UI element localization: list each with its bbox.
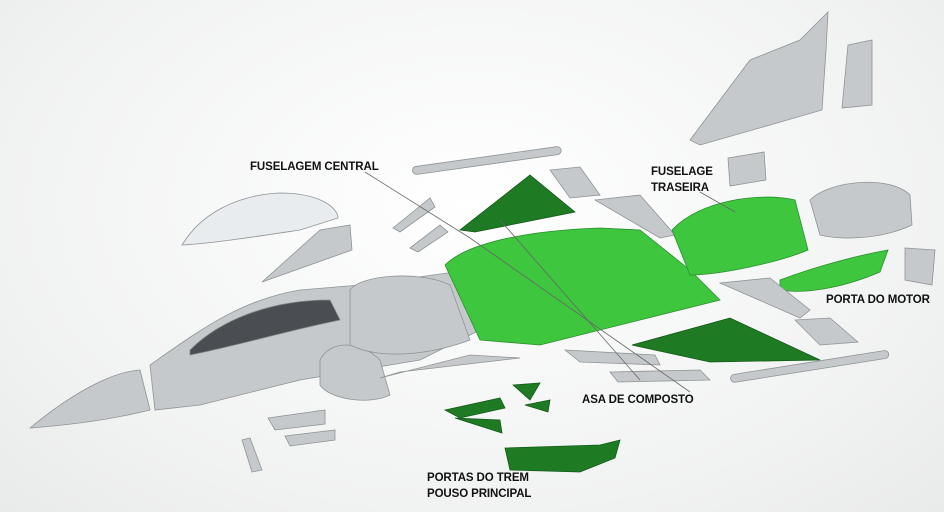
- upper-wing-panel: [459, 174, 576, 233]
- label-fuselagem-central: FUSELAGEM CENTRAL: [250, 161, 379, 173]
- leader-line: [469, 237, 691, 393]
- vertical-tail: [689, 10, 829, 146]
- label-fuselage-traseira-line2: TRASEIRA: [651, 182, 709, 194]
- engine-nozzle: [809, 181, 913, 239]
- canopy: [181, 192, 339, 246]
- cockpit: [189, 299, 341, 356]
- label-porta-do-motor: PORTA DO MOTOR: [826, 294, 930, 306]
- panel: [284, 429, 336, 447]
- canard-left: [261, 224, 353, 283]
- tailplane: [718, 277, 811, 319]
- panel: [409, 224, 449, 253]
- panel: [563, 349, 661, 366]
- label-fuselage-traseira-line1: FUSELAGE: [651, 166, 713, 178]
- composite-wing: [631, 317, 821, 363]
- canard-right: [379, 354, 521, 379]
- label-portas-do-trem-line1: PORTAS DO TREM: [427, 472, 529, 484]
- panel: [392, 197, 436, 233]
- leader-line: [499, 219, 641, 381]
- engine-inlet-section: [349, 275, 471, 355]
- panel: [904, 247, 936, 286]
- leader-line: [699, 191, 736, 213]
- rudder: [841, 39, 873, 109]
- air-intake: [319, 344, 391, 401]
- nose-cone: [28, 369, 151, 429]
- gear-door: [512, 382, 541, 401]
- gear-door: [443, 397, 506, 419]
- panel: [727, 151, 767, 187]
- ventral-strake: [730, 350, 890, 383]
- central-fuselage: [444, 227, 721, 346]
- main-gear-door: [504, 439, 621, 473]
- panel: [609, 369, 711, 383]
- rear-fuselage: [671, 196, 809, 276]
- panel: [794, 317, 859, 346]
- engine-door: [779, 249, 889, 292]
- label-portas-do-trem-line2: POUSO PRINCIPAL: [427, 488, 532, 500]
- label-asa-de-composto: ASA DE COMPOSTO: [582, 394, 694, 406]
- panel: [549, 166, 601, 199]
- gear-door: [524, 399, 551, 413]
- gear-door: [454, 417, 503, 434]
- leader-line: [364, 171, 471, 239]
- panel: [267, 409, 326, 431]
- dorsal-spine: [412, 146, 562, 175]
- panel: [241, 437, 263, 473]
